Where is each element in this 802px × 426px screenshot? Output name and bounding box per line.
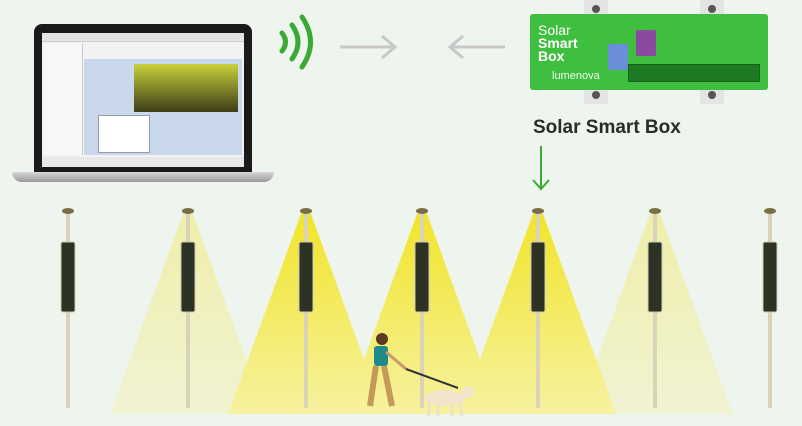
device-title-line: Smart (538, 35, 578, 51)
solar-streetlight (762, 208, 778, 408)
blue-connector-port (608, 44, 628, 70)
solar-panel (60, 241, 76, 313)
lamp-head (182, 208, 194, 214)
window-titlebar (42, 33, 244, 42)
laptop-software-window (42, 33, 244, 167)
device-title-line: Solar (538, 22, 571, 38)
lamp-head (649, 208, 661, 214)
solar-smart-box-label: Solar Smart Box (533, 117, 681, 138)
solar-streetlight (530, 208, 546, 408)
solar-panel (180, 241, 196, 313)
terminal-block (628, 64, 760, 82)
lamp-head (764, 208, 776, 214)
solar-streetlight (298, 208, 314, 408)
arrow-left-icon (447, 34, 505, 60)
lamp-head (416, 208, 428, 214)
solar-smart-box-device: Solar Smart Box lumenova (530, 14, 768, 90)
solar-panel (298, 241, 314, 313)
solar-panel (762, 241, 778, 313)
arrow-down-icon (532, 146, 550, 191)
lamp-head (62, 208, 74, 214)
lamp-head (300, 208, 312, 214)
mounting-bracket (700, 0, 724, 18)
mounting-bracket (700, 86, 724, 104)
lamp-head (532, 208, 544, 214)
brand-logo: lumenova (552, 70, 600, 82)
arrow-right-icon (340, 34, 398, 60)
solar-streetlight (414, 208, 430, 408)
wireless-signal-icon (279, 14, 313, 70)
mounting-bracket (584, 0, 608, 18)
solar-streetlight (180, 208, 196, 408)
window-sidebar (44, 43, 83, 155)
dimming-profile-chart (134, 64, 238, 112)
solar-streetlight (647, 208, 663, 408)
window-footer (42, 157, 244, 167)
schedule-list (98, 115, 150, 153)
mounting-bracket (584, 86, 608, 104)
solar-streetlight (60, 208, 76, 408)
laptop-base (12, 172, 274, 182)
purple-connector-port (636, 30, 656, 56)
solar-panel (530, 241, 546, 313)
solar-panel (414, 241, 430, 313)
device-title-line: Box (538, 48, 565, 64)
person-walking-dog (367, 333, 474, 417)
solar-panel (647, 241, 663, 313)
